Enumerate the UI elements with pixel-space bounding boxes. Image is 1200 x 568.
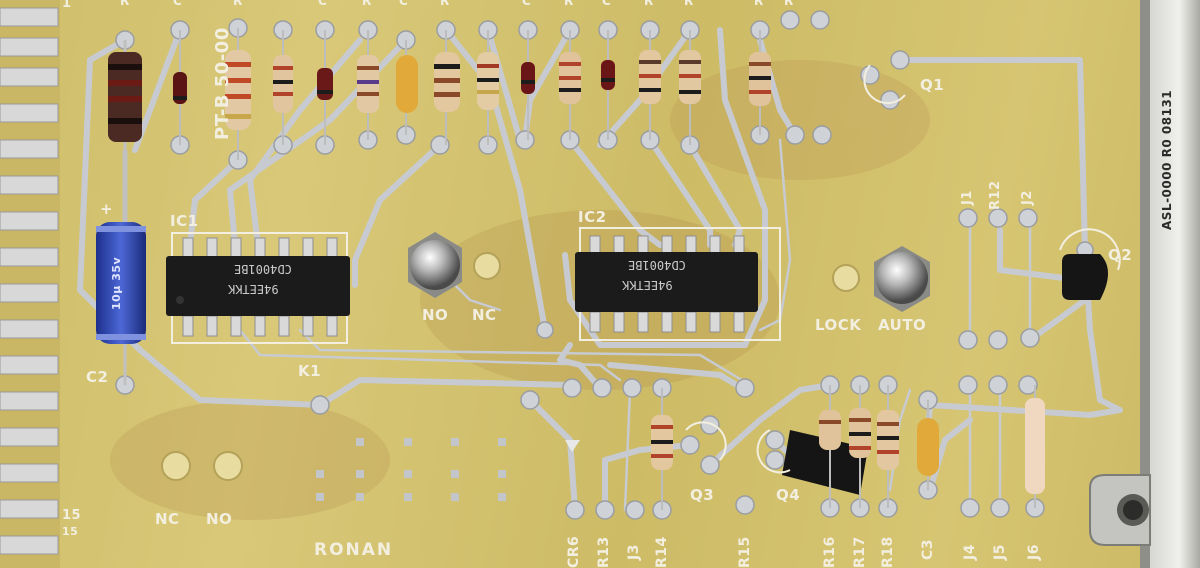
top-designator-7: C xyxy=(522,0,532,8)
top-designator-0: R xyxy=(120,0,130,8)
c2-label: C2 xyxy=(86,368,109,386)
c2-plus-mark: + xyxy=(100,200,114,218)
label-j5: J5 xyxy=(992,544,1008,560)
board-assembly-number: ASL-0000 R0 08131 xyxy=(1160,89,1174,230)
ic2-date-code: 94EETKK xyxy=(622,278,673,292)
terminal-nc-bottom: NC xyxy=(155,510,180,528)
top-designator-6: R xyxy=(440,0,450,8)
terminal-lock: LOCK xyxy=(815,316,862,334)
label-cr6: CR6 xyxy=(566,535,582,568)
terminal-no-top: NO xyxy=(422,306,449,324)
part-number-text: PT-B 50-00 xyxy=(212,27,233,140)
transistor-outlines xyxy=(685,64,1121,474)
terminal-nc-top: NC xyxy=(472,306,497,324)
electrolytic-capacitor xyxy=(96,222,146,385)
q2-label: Q2 xyxy=(1108,246,1133,264)
label-j3: J3 xyxy=(626,544,642,560)
q3-label: Q3 xyxy=(690,486,715,504)
label-r17: R17 xyxy=(852,536,868,568)
top-designator-4: R xyxy=(362,0,372,8)
power-resistor xyxy=(108,40,142,230)
top-designator-2: R xyxy=(233,0,243,8)
terminal-nuts xyxy=(408,232,930,312)
label-r13: R13 xyxy=(596,536,612,568)
top-designator-9: C xyxy=(602,0,612,8)
j1-label: J1 xyxy=(960,190,975,205)
connector-pin-15-b: 15 xyxy=(62,525,79,538)
ic2-marking: CD4001BE xyxy=(628,258,686,272)
top-designator-11: R xyxy=(684,0,694,8)
capacitor-marking: 10µ 35v xyxy=(110,256,123,310)
label-r15: R15 xyxy=(737,536,753,568)
top-row-components xyxy=(173,28,771,160)
top-designator-10: R xyxy=(644,0,654,8)
r12-label: R12 xyxy=(988,180,1003,210)
terminal-auto: AUTO xyxy=(878,316,927,334)
ic1-date-code: 94EETKK xyxy=(228,282,279,296)
label-r18: R18 xyxy=(880,536,896,568)
label-j4: J4 xyxy=(962,544,978,560)
ic2-chip xyxy=(575,235,758,333)
mounting-bracket xyxy=(1089,0,1200,568)
ic1-marking: CD4001BE xyxy=(234,262,292,276)
q1-label: Q1 xyxy=(920,76,945,94)
solder-pads xyxy=(115,10,1094,520)
top-designator-3: C xyxy=(318,0,328,8)
terminal-no-bottom: NO xyxy=(206,510,233,528)
connector-pin-1: 1 xyxy=(62,0,72,11)
label-c3: C3 xyxy=(920,538,936,560)
top-designator-8: R xyxy=(564,0,574,8)
manufacturer-name: RONAN xyxy=(314,540,394,560)
lower-components xyxy=(565,385,1045,510)
top-designator-12: R xyxy=(754,0,764,8)
top-designator-13: R xyxy=(784,0,794,8)
mounting-holes xyxy=(161,252,860,481)
relay-label: K1 xyxy=(298,362,322,380)
unpopulated-pads xyxy=(316,438,506,501)
q4-label: Q4 xyxy=(776,486,801,504)
label-r16: R16 xyxy=(822,536,838,568)
ic2-label: IC2 xyxy=(578,208,607,226)
connector-pin-15: 15 xyxy=(62,508,82,523)
j2-label: J2 xyxy=(1020,190,1035,205)
top-designator-1: C xyxy=(173,0,183,8)
ic1-label: IC1 xyxy=(170,212,199,230)
ic1-chip xyxy=(166,237,350,337)
top-designator-5: C xyxy=(399,0,409,8)
label-r14: R14 xyxy=(654,536,670,568)
edge-connector xyxy=(0,0,60,568)
transistors xyxy=(782,254,1108,495)
label-j6: J6 xyxy=(1026,544,1042,560)
